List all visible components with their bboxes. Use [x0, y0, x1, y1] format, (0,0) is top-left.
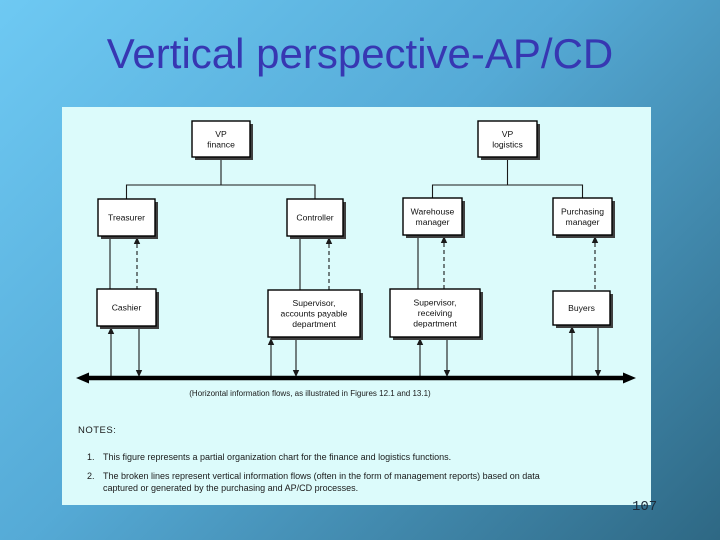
page-number: 107	[632, 499, 658, 515]
diagram-panel: (Horizontal information flows, as illust…	[62, 107, 651, 505]
arrowhead-down	[443, 370, 451, 377]
note-number: 1.	[87, 452, 95, 462]
org-node-label: Buyers	[568, 303, 595, 313]
org-node-box	[97, 198, 156, 237]
org-node-buyers: Buyers	[552, 290, 613, 328]
org-node-label: Purchasing	[561, 206, 604, 216]
org-node-box	[402, 197, 463, 236]
arrowhead-down	[292, 370, 300, 377]
org-node-label: finance	[207, 139, 235, 149]
flow-line-left-arrowhead	[76, 372, 89, 384]
org-node-controller: Controller	[286, 198, 346, 239]
org-node-box	[477, 120, 538, 158]
org-node-cashier: Cashier	[96, 288, 159, 329]
org-node-label: Warehouse	[411, 206, 455, 216]
slide-title: Vertical perspective-AP/CD	[106, 30, 614, 77]
org-node-label: department	[292, 319, 336, 329]
flow-line-caption: (Horizontal information flows, as illust…	[189, 389, 431, 398]
org-node-label: department	[413, 319, 457, 329]
note-item: 1. This figure represents a partial orga…	[87, 451, 567, 463]
org-node-label: Supervisor,	[293, 298, 336, 308]
note-text: This figure represents a partial organiz…	[103, 452, 452, 462]
org-node-box	[389, 288, 481, 338]
org-node-label: Controller	[296, 213, 333, 223]
org-node-box	[191, 120, 251, 158]
connector-logistics-branch	[431, 184, 584, 198]
org-node-box	[96, 288, 157, 327]
note-text: The broken lines represent vertical info…	[103, 471, 540, 493]
arrowhead-up	[440, 236, 448, 243]
arrowhead-up	[325, 237, 333, 244]
org-node-box	[552, 197, 613, 236]
arrowhead-down	[135, 370, 143, 377]
arrowhead-up	[416, 338, 424, 345]
org-node-box	[286, 198, 344, 237]
org-node-label: logistics	[492, 139, 523, 149]
note-number: 2.	[87, 471, 95, 481]
org-node-label: Supervisor,	[414, 298, 457, 308]
org-node-label: VP	[215, 129, 227, 139]
flow-line-right-arrowhead	[623, 372, 636, 384]
org-node-label: Cashier	[112, 303, 142, 313]
note-item: 2. The broken lines represent vertical i…	[87, 470, 567, 494]
org-node-box	[552, 290, 611, 326]
arrowhead-up	[133, 237, 141, 244]
arrowhead-up	[267, 338, 275, 345]
org-chart-diagram: (Horizontal information flows, as illust…	[76, 120, 636, 398]
org-node-treasurer: Treasurer	[97, 198, 158, 239]
arrowhead-up	[591, 236, 599, 243]
org-node-label: manager	[566, 217, 600, 227]
arrowhead-up	[568, 326, 576, 333]
arrowhead-down	[594, 370, 602, 377]
notes-heading: NOTES:	[78, 425, 117, 436]
org-node-label: Treasurer	[108, 213, 145, 223]
org-node-label: receiving	[418, 308, 453, 318]
connector-finance-branch	[125, 184, 316, 199]
org-node-label: VP	[502, 129, 514, 139]
org-node-label: accounts payable	[281, 309, 348, 319]
org-node-label: manager	[416, 217, 450, 227]
arrowhead-up	[107, 327, 115, 334]
org-node-box	[267, 289, 361, 338]
